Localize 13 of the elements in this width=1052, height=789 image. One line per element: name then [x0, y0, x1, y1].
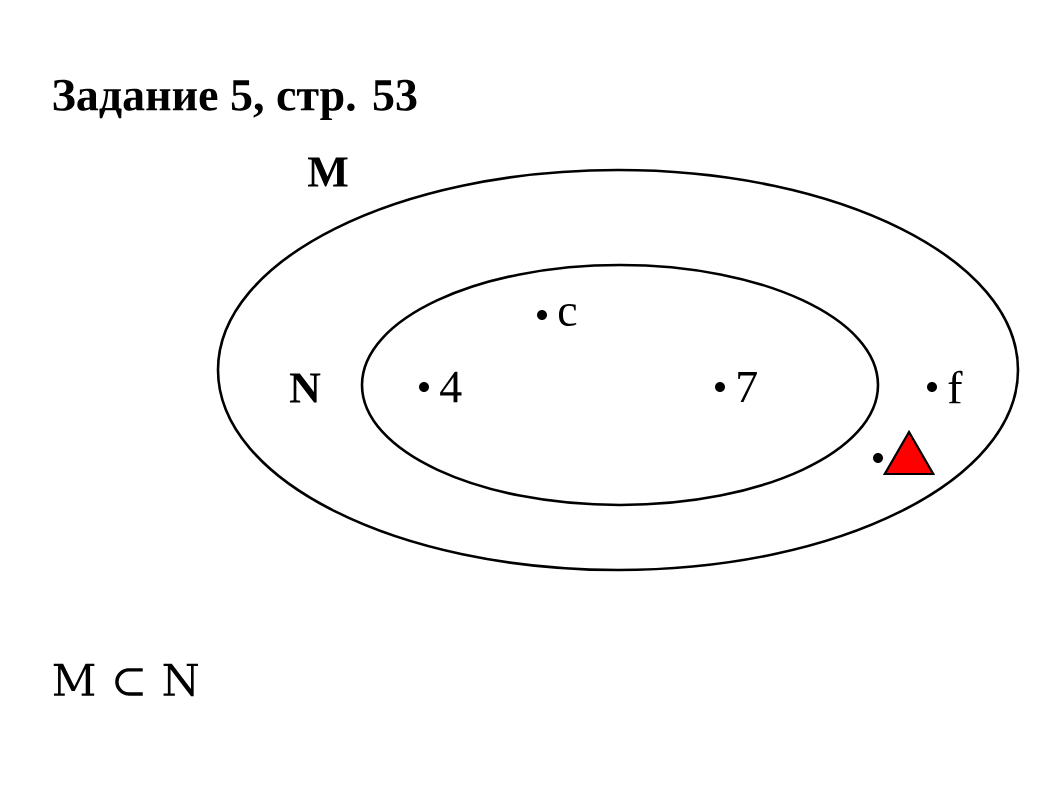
node-label: f — [948, 370, 963, 404]
set-ellipse — [360, 263, 880, 507]
node-label: c — [558, 303, 577, 327]
set-label: N — [289, 373, 321, 403]
node-label: 7 — [738, 371, 757, 403]
set-label: M — [308, 157, 348, 187]
title: Задание 5, стр. 53 — [53, 79, 417, 121]
element-point: 7 — [715, 371, 757, 403]
element-point: c — [537, 303, 577, 327]
element-point: 4 — [419, 371, 462, 403]
element-point: f — [927, 370, 963, 404]
node-label: 4 — [440, 371, 462, 403]
subset-statement: M ⊂ N — [53, 663, 198, 697]
